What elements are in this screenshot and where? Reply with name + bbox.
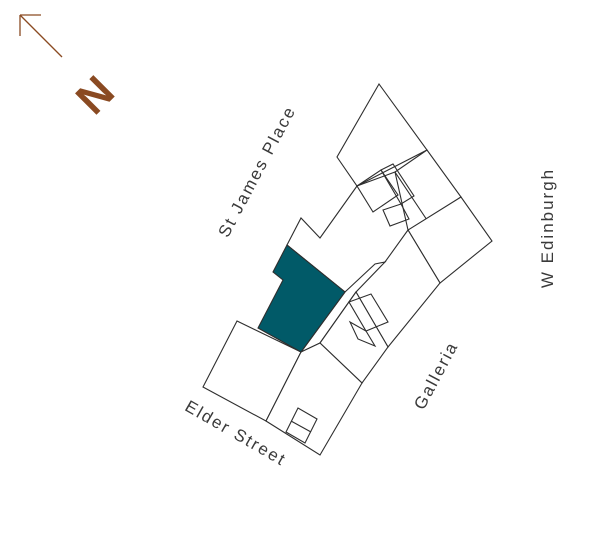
lot-small-6[interactable] (285, 407, 318, 444)
north-label: N (67, 67, 124, 124)
street-label-galleria: Galleria (410, 338, 462, 413)
street-label-w-edinburgh: W Edinburgh (538, 168, 557, 288)
lot-small-4[interactable] (348, 293, 389, 332)
building-block (202, 82, 493, 456)
highlighted-unit[interactable] (257, 244, 346, 353)
street-label-st-james-place: St James Place (214, 102, 299, 240)
lot-small-3[interactable] (382, 203, 410, 227)
lot-small-2[interactable] (380, 163, 415, 205)
lot-elder-street[interactable] (265, 342, 363, 456)
lot-small-5[interactable] (348, 320, 377, 348)
lot-small-1[interactable] (356, 169, 399, 213)
north-arrow-icon (19, 14, 63, 58)
